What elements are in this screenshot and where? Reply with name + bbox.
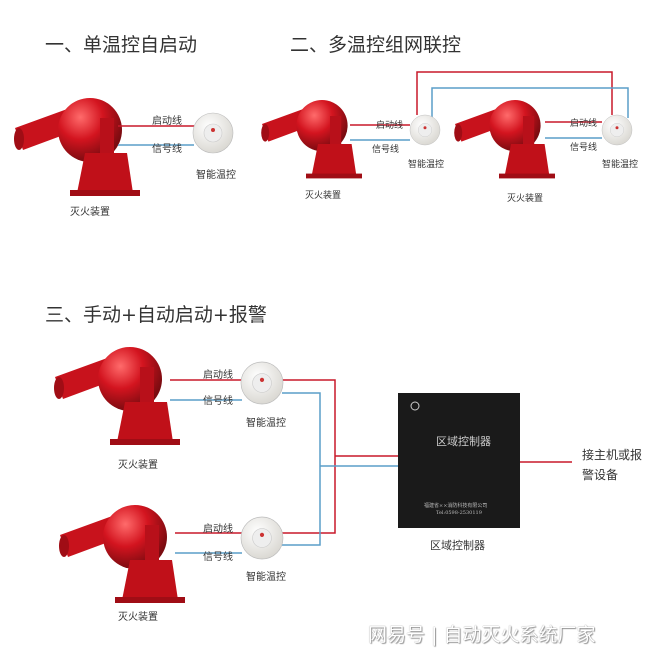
start-line-label: 启动线 (152, 116, 182, 127)
start-line-label: 启动线 (203, 524, 233, 535)
signal-line-label: 信号线 (152, 144, 182, 155)
section-title: 二、多温控组网联控 (290, 34, 462, 56)
controller-caption: 区域控制器 (430, 539, 485, 552)
section-title: 一、单温控自启动 (45, 34, 198, 56)
extinguisher-device (454, 100, 555, 179)
signal-line-label: 信号线 (372, 145, 400, 155)
extinguisher-device (261, 100, 362, 179)
sensor-label: 智能温控 (408, 160, 445, 170)
zone-controller-box (398, 393, 520, 528)
temperature-sensor (240, 361, 284, 405)
start-line-label: 启动线 (570, 119, 598, 129)
device-label: 灭火装置 (305, 191, 342, 201)
device-label: 灭火装置 (507, 194, 544, 204)
extinguisher-device (54, 347, 180, 445)
section-title: 三、手动+自动启动+报警 (45, 304, 267, 326)
controller-box-title: 区域控制器 (436, 435, 491, 448)
signal-line-label: 信号线 (570, 143, 598, 153)
sensor-label: 智能温控 (246, 418, 286, 429)
signal-line-label: 信号线 (203, 396, 233, 407)
watermark: 网易号 | 自动灭火系统厂家 (368, 624, 596, 646)
signal-line-label: 信号线 (203, 552, 233, 563)
controller-company: 福建省××消防科技有限公司 (424, 503, 488, 509)
device-label: 灭火装置 (70, 207, 110, 218)
extinguisher-device (59, 505, 185, 603)
device-label: 灭火装置 (118, 612, 158, 623)
sensor-label: 智能温控 (246, 572, 286, 583)
device-label: 灭火装置 (118, 460, 158, 471)
sensor-label: 智能温控 (196, 170, 236, 181)
temperature-sensor (192, 112, 234, 154)
output-label: 警设备 (582, 468, 619, 482)
temperature-sensor (409, 114, 441, 146)
extinguisher-device (14, 98, 140, 196)
start-line-label: 启动线 (376, 121, 404, 131)
start-line-label: 启动线 (203, 370, 233, 381)
temperature-sensor (601, 114, 633, 146)
sensor-label: 智能温控 (602, 160, 639, 170)
temperature-sensor (240, 516, 284, 560)
controller-tel: Tel:0598-2530119 (436, 510, 482, 516)
output-label: 接主机或报 (582, 448, 643, 462)
